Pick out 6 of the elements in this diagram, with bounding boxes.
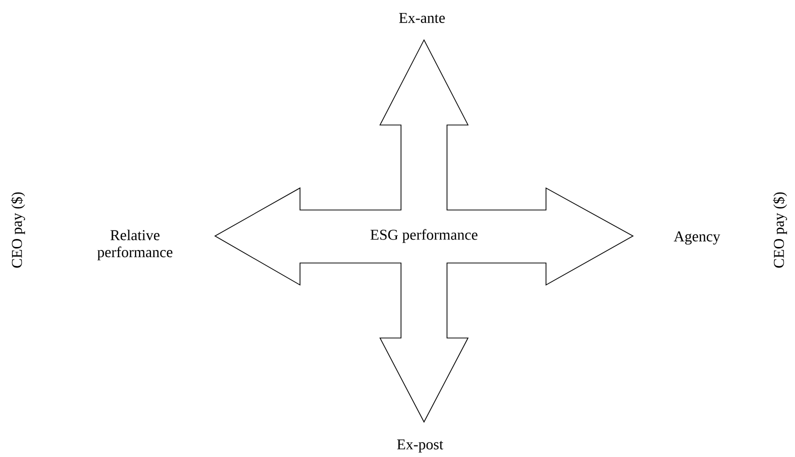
end-label: Ex-post xyxy=(397,439,444,452)
axis-label: CEO pay ($) xyxy=(772,192,788,268)
end-label: Agency xyxy=(674,231,720,245)
axis-label: CEO pay ($) xyxy=(10,192,26,268)
end-label: Ex-ante xyxy=(399,13,445,23)
end-label: Relative performance xyxy=(97,230,172,260)
